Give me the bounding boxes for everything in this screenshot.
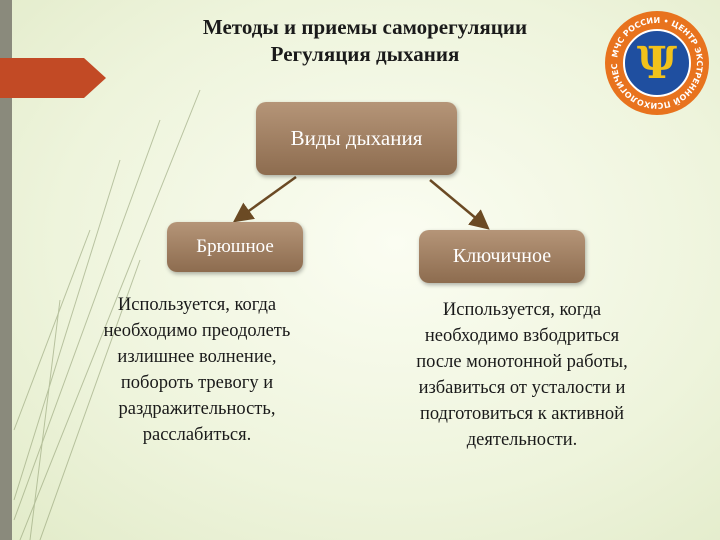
root-node-breathing-types: Виды дыхания: [256, 102, 457, 175]
title-line-1: Методы и приемы саморегуляции: [202, 15, 528, 39]
branch-node-clavicular: Ключичное: [419, 230, 585, 283]
abdominal-description: Используется, когда необходимо преодолет…: [103, 295, 291, 445]
arrow-to-right-branch: [429, 179, 490, 230]
arrow-to-left-branch: [232, 175, 297, 223]
branch-node-abdominal: Брюшное: [167, 222, 303, 272]
title-line-2: Регуляция дыхания: [270, 42, 460, 66]
psi-symbol-icon: Ψ: [637, 38, 677, 89]
clavicular-description: Используется, когда необходимо взбодрить…: [416, 300, 628, 450]
emergency-psychology-center-logo: МЧС РОССИИ • ЦЕНТР ЭКСТРЕННОЙ ПСИХОЛОГИЧ…: [602, 8, 709, 115]
left-side-bar: [0, 0, 12, 540]
slide-title: Методы и приемы саморегуляции Регуляция …: [130, 14, 600, 68]
accent-tab: [0, 58, 106, 98]
logo-center: [623, 29, 691, 97]
